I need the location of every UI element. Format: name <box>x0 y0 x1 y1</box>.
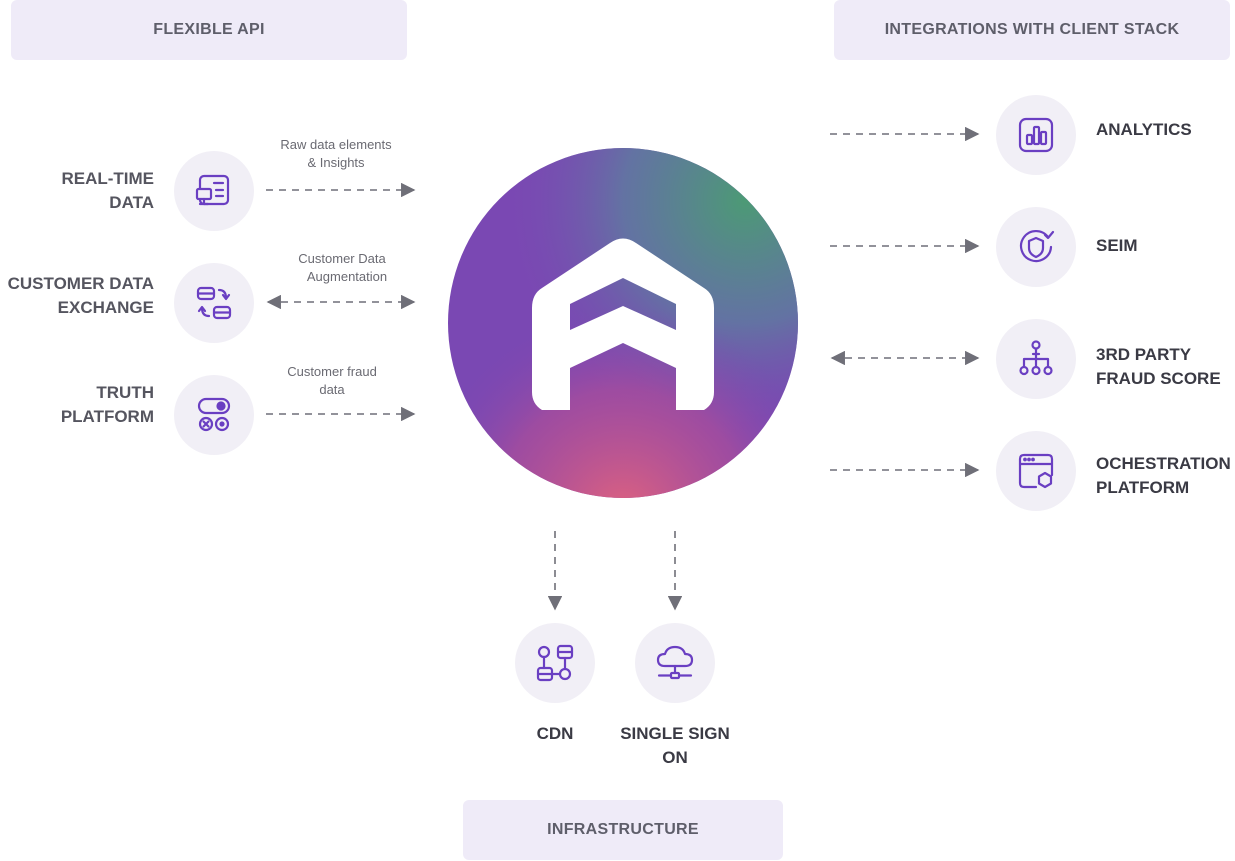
header-integrations-text: INTEGRATIONS WITH CLIENT STACK <box>884 21 1180 38</box>
analytics-node <box>996 95 1076 175</box>
header-infrastructure: INFRASTRUCTURE <box>463 800 783 860</box>
truth-note-line1: Customer fraud <box>287 364 377 379</box>
cdn-node <box>515 623 595 703</box>
fraud-label-line1: 3RD PARTY <box>1096 345 1192 364</box>
shield-check-icon <box>1019 229 1055 263</box>
cdn-label-line1: CDN <box>536 724 574 743</box>
realtime-data-node <box>174 151 254 231</box>
exchange-note-line2: Augmentation <box>306 269 388 284</box>
orchestration-node <box>996 431 1076 511</box>
seim-label: SEIM <box>1096 234 1138 258</box>
orchestration-label: OCHESTRATION PLATFORM <box>1096 452 1231 500</box>
hub-logo-icon <box>448 148 798 498</box>
fraud-label-line2: FRAUD SCORE <box>1096 369 1221 388</box>
seim-node <box>996 207 1076 287</box>
central-hub <box>448 148 798 498</box>
analytics-label-line1: ANALYTICS <box>1096 120 1192 139</box>
sso-label: SINGLE SIGN ON <box>605 722 745 770</box>
sso-node <box>635 623 715 703</box>
analytics-label: ANALYTICS <box>1096 118 1192 142</box>
exchange-note: Customer Data Augmentation <box>262 250 422 286</box>
cloud-network-icon <box>656 645 694 680</box>
sso-label-line2: ON <box>662 748 688 767</box>
monitor-data-icon <box>195 174 230 206</box>
realtime-label-line2: DATA <box>109 193 154 212</box>
cdn-label: CDN <box>495 722 615 746</box>
truth-label-line2: PLATFORM <box>60 407 154 426</box>
hierarchy-icon <box>1019 340 1053 376</box>
header-infrastructure-text: INFRASTRUCTURE <box>547 821 699 838</box>
realtime-note-line2: & Insights <box>307 155 365 170</box>
orchestration-label-line2: PLATFORM <box>1096 478 1190 497</box>
truth-platform-node <box>174 375 254 455</box>
header-flexible-api: FLEXIBLE API <box>11 0 407 60</box>
header-flexible-api-text: FLEXIBLE API <box>153 21 265 38</box>
fraud-label: 3RD PARTY FRAUD SCORE <box>1096 343 1221 391</box>
customer-exchange-node <box>174 263 254 343</box>
orchestration-label-line1: OCHESTRATION <box>1096 454 1231 473</box>
realtime-note: Raw data elements & Insights <box>256 136 416 172</box>
exchange-label-line2: EXCHANGE <box>57 298 154 317</box>
realtime-note-line1: Raw data elements <box>280 137 392 152</box>
exchange-label: CUSTOMER DATA EXCHANGE <box>8 272 154 320</box>
browser-gear-icon <box>1018 453 1054 489</box>
exchange-label-line1: CUSTOMER DATA <box>7 274 154 293</box>
seim-label-line1: SEIM <box>1096 236 1138 255</box>
bar-chart-icon <box>1018 117 1054 153</box>
sso-label-line1: SINGLE SIGN <box>620 724 730 743</box>
realtime-label: REAL-TIME DATA <box>61 167 154 215</box>
realtime-label-line1: REAL-TIME <box>61 169 154 188</box>
header-integrations: INTEGRATIONS WITH CLIENT STACK <box>834 0 1230 60</box>
fraud-score-node <box>996 319 1076 399</box>
toggle-platform-icon <box>197 397 231 432</box>
truth-label-line1: TRUTH <box>96 383 154 402</box>
network-nodes-icon <box>536 644 574 682</box>
exchange-note-line1: Customer Data <box>298 251 386 266</box>
database-exchange-icon <box>196 286 232 320</box>
truth-note: Customer fraud data <box>252 363 412 399</box>
truth-note-line2: data <box>319 382 345 397</box>
truth-label: TRUTH PLATFORM <box>61 381 154 429</box>
